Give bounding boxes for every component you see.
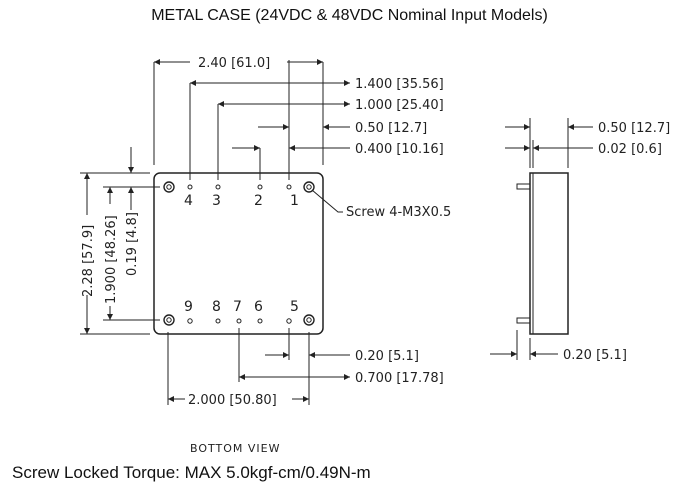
dim-side-standoff: 0.02 [0.6]	[598, 142, 662, 157]
dim-width-overall: 2.40 [61.0]	[198, 56, 270, 71]
pin-7	[236, 318, 242, 324]
screw-label: Screw 4-M3X0.5	[346, 205, 451, 220]
side-view-pin	[516, 183, 531, 190]
pin-1	[286, 184, 292, 190]
torque-note: Screw Locked Torque: MAX 5.0kgf-cm/0.49N…	[12, 463, 371, 482]
dim-0700: 0.700 [17.78]	[355, 371, 444, 386]
pin-4	[187, 184, 193, 190]
dim-2000: 2.000 [50.80]	[188, 393, 277, 408]
pin-label: 8	[212, 299, 221, 315]
pin-label: 3	[212, 193, 221, 209]
screw-hole	[163, 181, 175, 193]
dim-side-pin: 0.20 [5.1]	[563, 348, 627, 363]
dim-020: 0.20 [5.1]	[355, 349, 419, 364]
pin-label: 4	[184, 193, 193, 209]
pin-label: 6	[254, 299, 263, 315]
dim-1900: 1.900 [48.26]	[104, 215, 119, 304]
screw-hole	[303, 314, 315, 326]
dim-1400: 1.400 [35.56]	[355, 77, 444, 92]
pin-9	[187, 318, 193, 324]
dim-0400: 0.400 [10.16]	[355, 142, 444, 157]
pin-5	[286, 318, 292, 324]
pin-label: 1	[290, 193, 299, 209]
dim-050: 0.50 [12.7]	[355, 121, 427, 136]
screw-hole	[163, 314, 175, 326]
pin-label: 9	[184, 299, 193, 315]
pin-6	[257, 318, 263, 324]
dim-height-overall: 2.28 [57.9]	[81, 225, 96, 297]
pin-label: 7	[233, 299, 242, 315]
pin-2	[257, 184, 263, 190]
side-view-pin	[516, 317, 531, 324]
pin-label: 5	[290, 299, 299, 315]
dim-019: 0.19 [4.8]	[125, 212, 140, 276]
dim-side-height: 0.50 [12.7]	[598, 121, 670, 136]
side-view-body	[529, 172, 569, 335]
pin-label: 2	[254, 193, 263, 209]
drawing-title: METAL CASE (24VDC & 48VDC Nominal Input …	[151, 7, 548, 24]
dim-1000: 1.000 [25.40]	[355, 98, 444, 113]
view-label: BOTTOM VIEW	[190, 442, 281, 455]
pin-3	[215, 184, 221, 190]
screw-leader	[311, 189, 343, 213]
screw-hole	[303, 181, 315, 193]
pin-8	[215, 318, 221, 324]
